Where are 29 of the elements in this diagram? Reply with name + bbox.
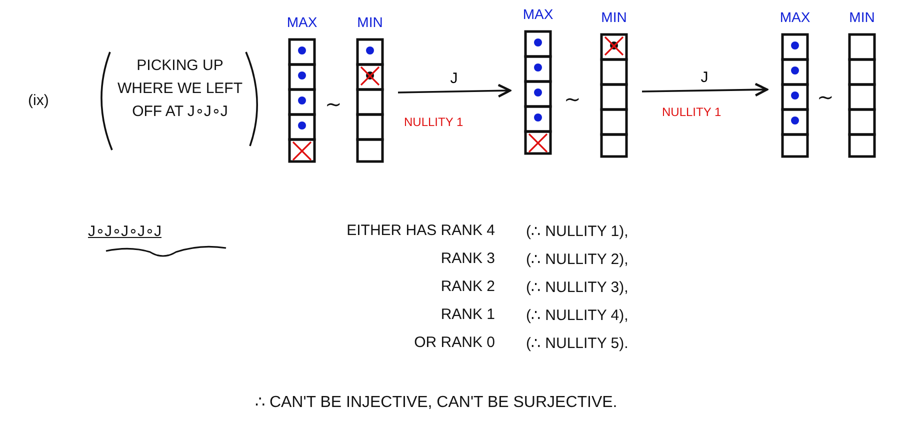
- annotation-text: OR RANK 0: [414, 334, 495, 351]
- annotation-text: (∴ NULLITY 3),: [526, 278, 628, 296]
- annotation-text: RANK 2: [440, 278, 495, 295]
- edge-label: J: [448, 70, 460, 86]
- annotation-text: ∴ CAN'T BE INJECTIVE, CAN'T BE SURJECTIVE.: [255, 393, 618, 412]
- annotation-text: RANK 3: [440, 250, 495, 267]
- annotation-text: EITHER HAS RANK 4: [346, 222, 495, 239]
- column-heading: MAX: [286, 14, 318, 30]
- annotation-text: (∴ NULLITY 4),: [526, 306, 628, 324]
- annotation-text: (∴ NULLITY 2),: [526, 250, 628, 268]
- column-heading: MIN: [848, 9, 876, 25]
- tilde-symbol: ∼: [817, 86, 834, 110]
- edge-note: NULLITY 1: [404, 115, 464, 129]
- note-text: PICKING UP WHERE WE LEFT OFF AT J∘J∘J: [116, 56, 244, 122]
- column-heading: MIN: [600, 9, 628, 25]
- annotation-text: J∘J∘J∘J∘J: [88, 222, 162, 240]
- item-number: (ix): [28, 92, 49, 109]
- annotation-text: (∴ NULLITY 1),: [526, 222, 628, 240]
- column-heading: MIN: [356, 14, 384, 30]
- annotation-text: RANK 1: [440, 306, 495, 323]
- arrow: [642, 82, 768, 97]
- edge-label: J: [698, 68, 710, 86]
- edge-note: NULLITY 1: [662, 105, 722, 119]
- tilde-symbol: ∼: [325, 93, 342, 117]
- column-heading: MAX: [522, 6, 554, 22]
- annotation-text: (∴ NULLITY 5).: [526, 334, 628, 352]
- tilde-symbol: ∼: [564, 88, 581, 112]
- arrow: [398, 84, 512, 98]
- column-heading: MAX: [778, 9, 812, 25]
